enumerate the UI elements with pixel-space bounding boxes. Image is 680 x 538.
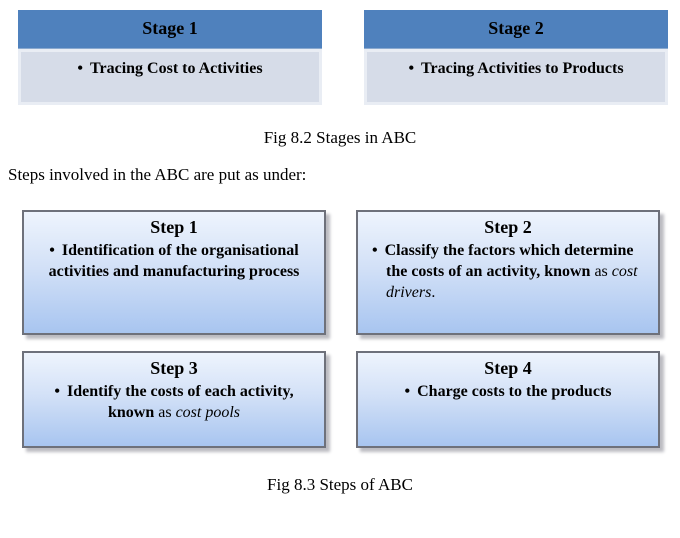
steps-figure: Step 1 •Identification of the organisati… <box>22 210 660 448</box>
step-1-text: •Identification of the organisational ac… <box>34 241 314 283</box>
step-4-title: Step 4 <box>484 358 532 378</box>
step-2-box: Step 2 • Classify the factors which deter… <box>356 210 660 335</box>
step-1-box: Step 1 •Identification of the organisati… <box>22 210 326 335</box>
stage-2-body: • Tracing Activities to Products <box>364 49 668 105</box>
bullet-icon: • <box>54 383 60 400</box>
step-2-normal-text: as <box>594 262 612 280</box>
step-3-text: • Identify the costs of each activity, kn… <box>34 382 314 424</box>
stage-1-bullet-text: Tracing Cost to Activities <box>90 60 263 77</box>
document-page: Stage 1 • Tracing Cost to Activities Stag… <box>0 10 680 538</box>
bullet-icon: • <box>408 60 415 77</box>
bullet-icon: • <box>77 60 84 77</box>
stage-2-title: Stage 2 <box>364 10 668 49</box>
step-1-title: Step 1 <box>150 217 198 237</box>
step-3-title: Step 3 <box>150 358 198 378</box>
step-1-bold-text: Identification of the organisational act… <box>48 242 300 280</box>
step-4-text: • Charge costs to the products <box>368 382 648 403</box>
step-2-after-text: . <box>431 283 436 301</box>
figure-caption-steps: Fig 8.3 Steps of ABC <box>267 475 413 494</box>
stages-figure: Stage 1 • Tracing Cost to Activities Stag… <box>18 10 668 105</box>
step-2-italic-text: cost drivers <box>386 262 638 301</box>
step-2-title: Step 2 <box>484 217 532 237</box>
figure-caption-stages: Fig 8.2 Stages in ABC <box>263 128 417 147</box>
bullet-icon: • <box>372 242 378 259</box>
bullet-icon: • <box>404 383 411 400</box>
step-2-text: • Classify the factors which determine th… <box>368 241 648 303</box>
step-4-box: Step 4 • Charge costs to the products <box>356 351 660 448</box>
step-4-bold-text: Charge costs to the products <box>417 383 612 400</box>
lead-paragraph: Steps involved in the ABC are put as und… <box>8 165 307 184</box>
stage-2-bullet-text: Tracing Activities to Products <box>421 60 624 77</box>
step-3-normal-text: as <box>158 403 176 421</box>
stage-1-title: Stage 1 <box>18 10 322 49</box>
step-3-bold-text: Identify the costs of each activity, kno… <box>66 383 294 421</box>
stage-1-box: Stage 1 • Tracing Cost to Activities <box>18 10 322 105</box>
stage-2-box: Stage 2 • Tracing Activities to Products <box>364 10 668 105</box>
step-3-box: Step 3 • Identify the costs of each activ… <box>22 351 326 448</box>
step-3-italic-text: cost pools <box>175 403 241 421</box>
bullet-icon: • <box>49 242 55 259</box>
step-2-bold-text: Classify the factors which determine the… <box>384 242 634 280</box>
stage-1-body: • Tracing Cost to Activities <box>18 49 322 105</box>
